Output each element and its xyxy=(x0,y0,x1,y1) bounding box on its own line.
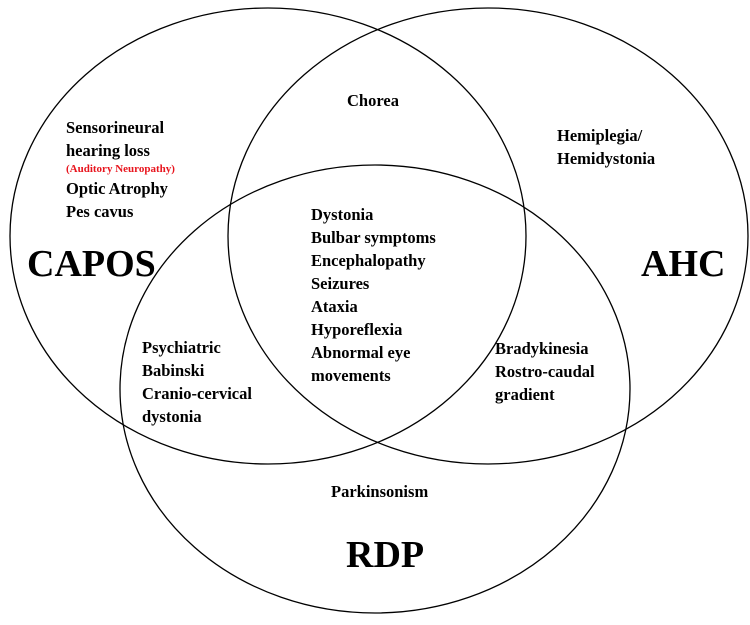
shared-all-features: Dystonia Bulbar symptoms Encephalopathy … xyxy=(311,203,436,387)
capos-set-label: CAPOS xyxy=(27,243,156,285)
feature-line: Dystonia xyxy=(311,205,374,224)
feature-line: Cranio-cervical xyxy=(142,384,252,403)
feature-line: Bradykinesia xyxy=(495,339,589,358)
ahc-set-label: AHC xyxy=(641,243,726,285)
feature-line: Chorea xyxy=(347,91,399,110)
auditory-neuropathy-note: (Auditory Neuropathy) xyxy=(66,163,175,175)
capos-circle xyxy=(9,7,527,465)
feature-line: Optic Atrophy xyxy=(66,179,168,198)
feature-line: Hyporeflexia xyxy=(311,320,403,339)
ahc-rdp-features: Bradykinesia Rostro-caudal gradient xyxy=(495,337,595,406)
feature-line: Encephalopathy xyxy=(311,251,426,270)
capos-rdp-features: Psychiatric Babinski Cranio-cervical dys… xyxy=(142,336,252,428)
feature-line: dystonia xyxy=(142,407,202,426)
feature-line: Hemidystonia xyxy=(557,149,656,168)
feature-line: Seizures xyxy=(311,274,370,293)
feature-line: Abnormal eye xyxy=(311,343,411,362)
capos-only-features: Sensorineural hearing loss (Auditory Neu… xyxy=(66,116,175,223)
feature-line: Parkinsonism xyxy=(331,482,429,501)
feature-line: Pes cavus xyxy=(66,202,134,221)
feature-line: Ataxia xyxy=(311,297,358,316)
capos-ahc-features: Chorea xyxy=(347,89,399,112)
ahc-circle xyxy=(227,7,749,465)
feature-line: Sensorineural xyxy=(66,118,165,137)
feature-line: Babinski xyxy=(142,361,205,380)
rdp-only-features: Parkinsonism xyxy=(331,480,428,503)
feature-line: Bulbar symptoms xyxy=(311,228,436,247)
feature-line: movements xyxy=(311,366,391,385)
feature-line: Psychiatric xyxy=(142,338,221,357)
feature-line: Rostro-caudal xyxy=(495,362,595,381)
rdp-set-label: RDP xyxy=(346,534,425,576)
feature-line: gradient xyxy=(495,385,555,404)
feature-line: hearing loss xyxy=(66,141,150,160)
ahc-only-features: Hemiplegia/ Hemidystonia xyxy=(557,124,655,170)
feature-line: Hemiplegia/ xyxy=(557,126,643,145)
rdp-circle xyxy=(119,164,631,614)
